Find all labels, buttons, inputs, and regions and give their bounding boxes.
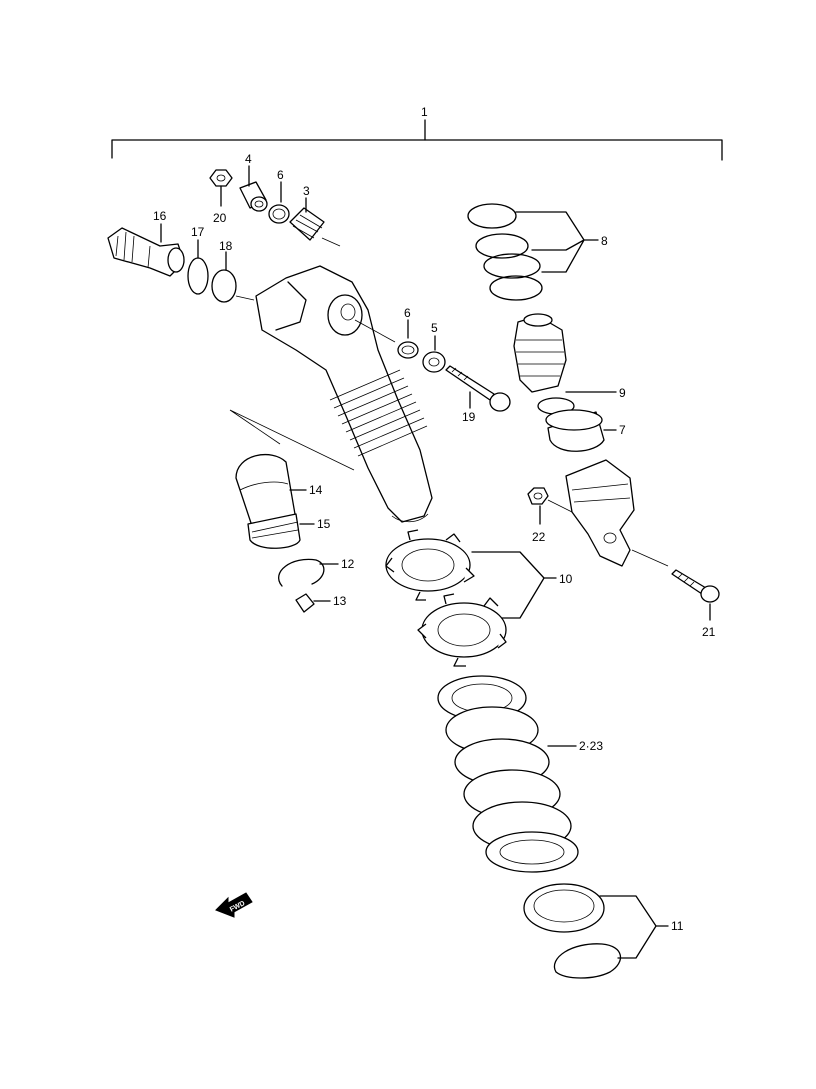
part-8-bump-stop-rings bbox=[467, 203, 599, 301]
part-21-bolt bbox=[671, 569, 720, 621]
callout-6-upper: 6 bbox=[277, 168, 284, 182]
callout-7: 7 bbox=[619, 423, 626, 437]
callout-3: 3 bbox=[303, 184, 310, 198]
shock-reservoir-body bbox=[255, 265, 433, 523]
callout-9: 9 bbox=[619, 386, 626, 400]
part-20-nut bbox=[209, 169, 233, 207]
part-15-seal-cap bbox=[247, 513, 315, 549]
callout-8: 8 bbox=[601, 234, 608, 248]
callout-16: 16 bbox=[153, 209, 167, 223]
callout-18: 18 bbox=[219, 239, 233, 253]
callout-21: 21 bbox=[702, 625, 716, 639]
part-14-reservoir-bladder bbox=[235, 453, 307, 527]
callout-labels: 1 2·23 3 4 5 6 6 7 8 9 10 11 12 13 14 15… bbox=[153, 105, 716, 933]
guide-line bbox=[229, 409, 355, 471]
part-7-damper-seal bbox=[545, 409, 617, 452]
callout-10: 10 bbox=[559, 572, 573, 586]
callout-12: 12 bbox=[341, 557, 355, 571]
part-16-valve-cap bbox=[107, 223, 185, 277]
shock-damper-rod bbox=[513, 313, 617, 393]
part-17-o-ring bbox=[187, 239, 209, 295]
callout-22: 22 bbox=[532, 530, 546, 544]
callout-11: 11 bbox=[671, 919, 684, 933]
part-22-nut bbox=[527, 487, 573, 525]
guide-line bbox=[235, 295, 255, 301]
part-3-bearing bbox=[289, 197, 341, 247]
part-11-spring-seat bbox=[523, 883, 669, 979]
callout-19: 19 bbox=[462, 410, 476, 424]
part-12-circlip bbox=[278, 558, 339, 587]
fwd-direction-badge: FWD bbox=[215, 892, 253, 918]
callout-20: 20 bbox=[213, 211, 227, 225]
part-10-lock-nut-upper bbox=[385, 529, 475, 601]
part-4-collar bbox=[239, 165, 268, 212]
callout-15: 15 bbox=[317, 517, 331, 531]
callout-5: 5 bbox=[431, 321, 438, 335]
part-6-seal-upper bbox=[268, 181, 290, 224]
part-18-o-ring bbox=[211, 251, 237, 303]
callout-14: 14 bbox=[309, 483, 323, 497]
part-5-washer bbox=[422, 335, 446, 373]
part-19-bolt bbox=[445, 365, 511, 412]
part-13-valve-cap bbox=[295, 593, 331, 613]
part-6-seal-side bbox=[397, 319, 419, 359]
callout-1: 1 bbox=[421, 105, 428, 119]
callout-13: 13 bbox=[333, 594, 347, 608]
callout-4: 4 bbox=[245, 152, 252, 166]
shock-lower-clevis bbox=[565, 459, 669, 567]
callout-leader-10 bbox=[471, 551, 557, 619]
part-10-lock-nut-lower bbox=[417, 593, 507, 667]
callout-6-side: 6 bbox=[404, 306, 411, 320]
assembly-bracket bbox=[111, 119, 723, 161]
callout-2-23: 2·23 bbox=[579, 739, 603, 753]
callout-17: 17 bbox=[191, 225, 205, 239]
part-2-23-coil-spring bbox=[437, 675, 579, 873]
